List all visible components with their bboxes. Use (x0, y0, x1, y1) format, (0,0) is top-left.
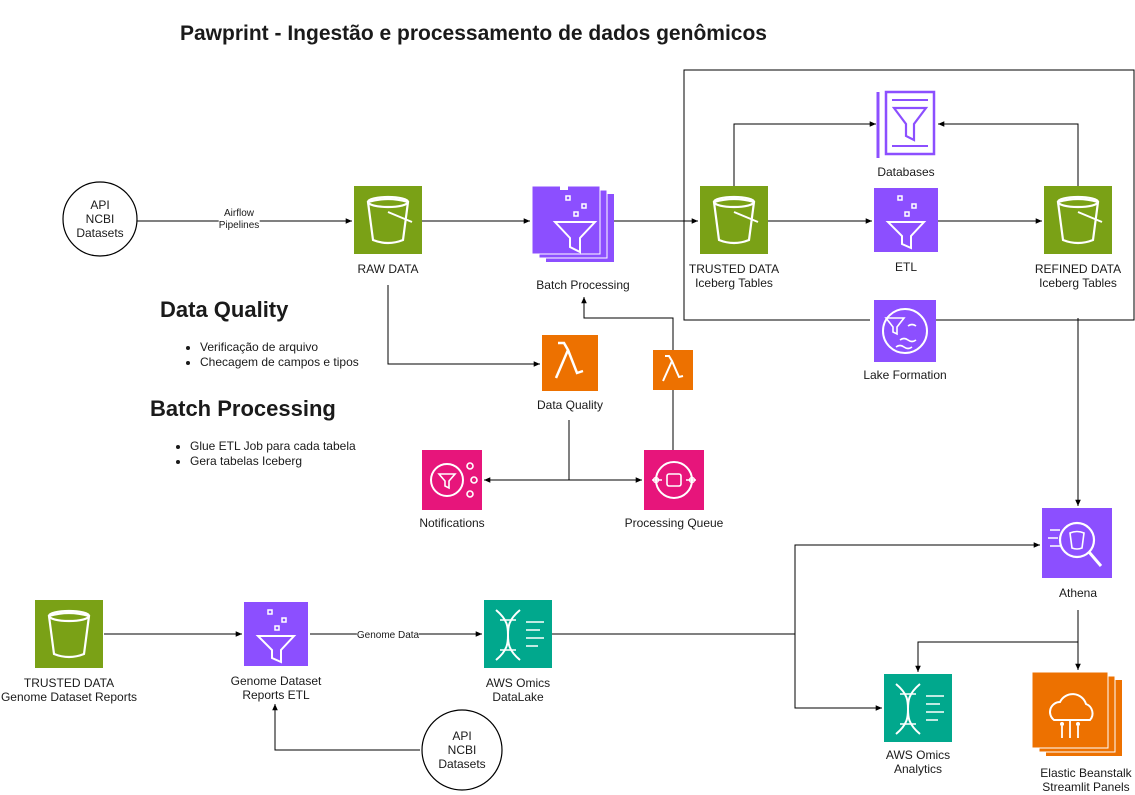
genome-data-edge-label: Genome Data (356, 630, 420, 642)
api-top-circle (62, 181, 138, 257)
s3-bucket-icon (354, 186, 422, 254)
glue-funnel-icon (244, 602, 308, 666)
lambda-icon (653, 350, 693, 390)
beanstalk-label: Elastic Beanstalk Streamlit Panels (1040, 766, 1132, 794)
omics-analytics-label: AWS Omics Analytics (885, 748, 951, 776)
batch-processing-bullets: Glue ETL Job para cada tabela Gera tabel… (176, 439, 356, 469)
sqs-icon (644, 450, 704, 510)
etl-label: ETL (894, 260, 918, 274)
trusted-data-label: TRUSTED DATA Iceberg Tables (688, 262, 780, 290)
omics-datalake-label: AWS Omics DataLake (485, 676, 551, 704)
databases-label: Databases (877, 165, 935, 179)
list-item: Checagem de campos e tipos (200, 355, 359, 370)
data-quality-label: Data Quality (536, 398, 604, 412)
batch-processing-label: Batch Processing (536, 278, 630, 292)
dna-icon (484, 600, 552, 668)
notifications-label: Notifications (419, 516, 485, 530)
edge-omics-to-analytics (794, 634, 882, 711)
s3-bucket-icon (35, 600, 103, 668)
glue-stack-icon (531, 185, 614, 262)
lake-formation-label: Lake Formation (863, 368, 947, 382)
api-top-label: API NCBI Datasets (76, 198, 124, 240)
s3-bucket-icon (700, 186, 768, 254)
sns-icon (422, 450, 482, 510)
athena-label: Athena (1058, 586, 1098, 600)
api-bottom-label: API NCBI Datasets (438, 729, 486, 771)
s3-bucket-icon (1044, 186, 1112, 254)
api-bottom-circle (421, 709, 503, 791)
airflow-edge-label: Airflow Pipelines (218, 208, 260, 232)
refined-data-label: REFINED DATA Iceberg Tables (1034, 262, 1122, 290)
page-title: Pawprint - Ingestão e processamento de d… (180, 22, 767, 45)
edge-raw-to-dataquality (387, 285, 540, 367)
lake-formation-icon (874, 300, 936, 362)
genome-etl-label: Genome Dataset Reports ETL (230, 674, 322, 702)
glue-funnel-icon (874, 188, 938, 252)
edge-api-bottom-to-etl (272, 704, 420, 751)
list-item: Gera tabelas Iceberg (190, 454, 356, 469)
trusted-genome-label: TRUSTED DATA Genome Dataset Reports (0, 676, 138, 704)
list-item: Verificação de arquivo (200, 340, 359, 355)
edge-refined-to-databases (938, 121, 1079, 188)
list-item: Glue ETL Job para cada tabela (190, 439, 356, 454)
edges (104, 121, 1081, 751)
data-quality-bullets: Verificação de arquivo Checagem de campo… (186, 340, 359, 370)
edge-trusted-to-databases (733, 121, 876, 188)
batch-processing-heading: Batch Processing (150, 396, 336, 421)
data-quality-heading: Data Quality (160, 297, 289, 322)
dna-icon (884, 674, 952, 742)
glue-catalog-icon (876, 90, 936, 158)
processing-queue-label: Processing Queue (624, 516, 724, 530)
athena-icon (1042, 508, 1112, 578)
raw-data-label: RAW DATA (357, 262, 419, 276)
edge-omics-to-athena (794, 542, 1040, 634)
lambda-icon (542, 335, 598, 391)
beanstalk-stack-icon (1031, 671, 1122, 756)
edge-athena-to-analytics (915, 641, 1078, 672)
